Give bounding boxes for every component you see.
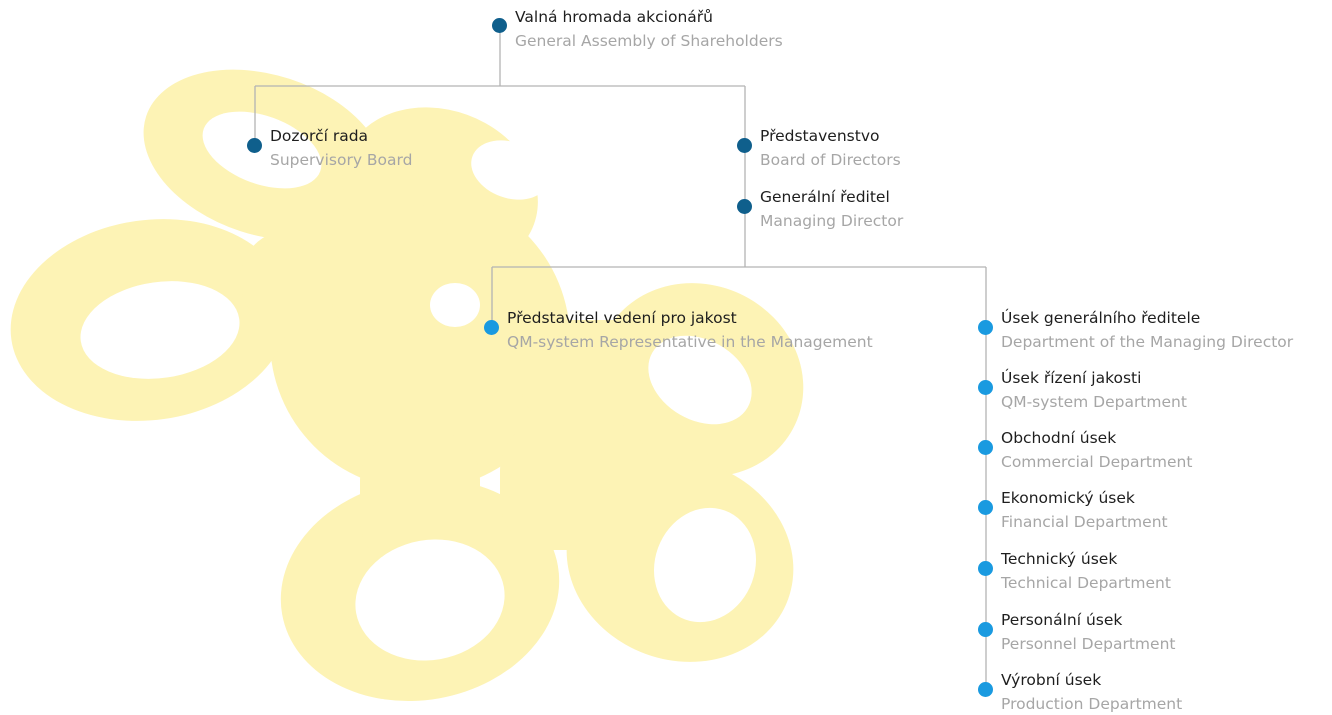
label-czech: Personální úsek: [1001, 611, 1123, 629]
label-english: Managing Director: [760, 212, 904, 230]
node-dot: [247, 138, 262, 153]
label-english: Supervisory Board: [270, 151, 413, 169]
node-dot: [978, 320, 993, 335]
label-czech: Úsek řízení jakosti: [1001, 369, 1142, 387]
label-english: Department of the Managing Director: [1001, 333, 1294, 351]
label-english: Commercial Department: [1001, 453, 1193, 471]
label-english: Technical Department: [1001, 574, 1171, 592]
label-czech: Výrobní úsek: [1001, 671, 1102, 689]
node-dot: [978, 500, 993, 515]
label-czech: Dozorčí rada: [270, 127, 369, 145]
node-dot: [978, 561, 993, 576]
node-dot: [978, 622, 993, 637]
label-czech: Technický úsek: [1001, 550, 1118, 568]
node-dot: [737, 138, 752, 153]
label-czech: Představitel vedení pro jakost: [507, 309, 737, 327]
label-english: Production Department: [1001, 695, 1183, 713]
label-czech: Úsek generálního ředitele: [1001, 309, 1201, 327]
label-czech: Ekonomický úsek: [1001, 489, 1135, 507]
label-english: Personnel Department: [1001, 635, 1176, 653]
node-dot: [737, 199, 752, 214]
label-english: General Assembly of Shareholders: [515, 32, 783, 50]
node-dot: [978, 380, 993, 395]
label-english: QM-system Representative in the Manageme…: [507, 333, 873, 351]
node-dot: [978, 440, 993, 455]
label-czech: Představenstvo: [760, 127, 880, 145]
node-dot: [492, 18, 507, 33]
label-czech: Valná hromada akcionářů: [515, 8, 713, 26]
label-czech: Generální ředitel: [760, 188, 890, 206]
label-czech: Obchodní úsek: [1001, 429, 1117, 447]
node-dot: [484, 320, 499, 335]
node-dot: [978, 682, 993, 697]
label-english: Financial Department: [1001, 513, 1168, 531]
label-english: Board of Directors: [760, 151, 901, 169]
label-english: QM-system Department: [1001, 393, 1187, 411]
